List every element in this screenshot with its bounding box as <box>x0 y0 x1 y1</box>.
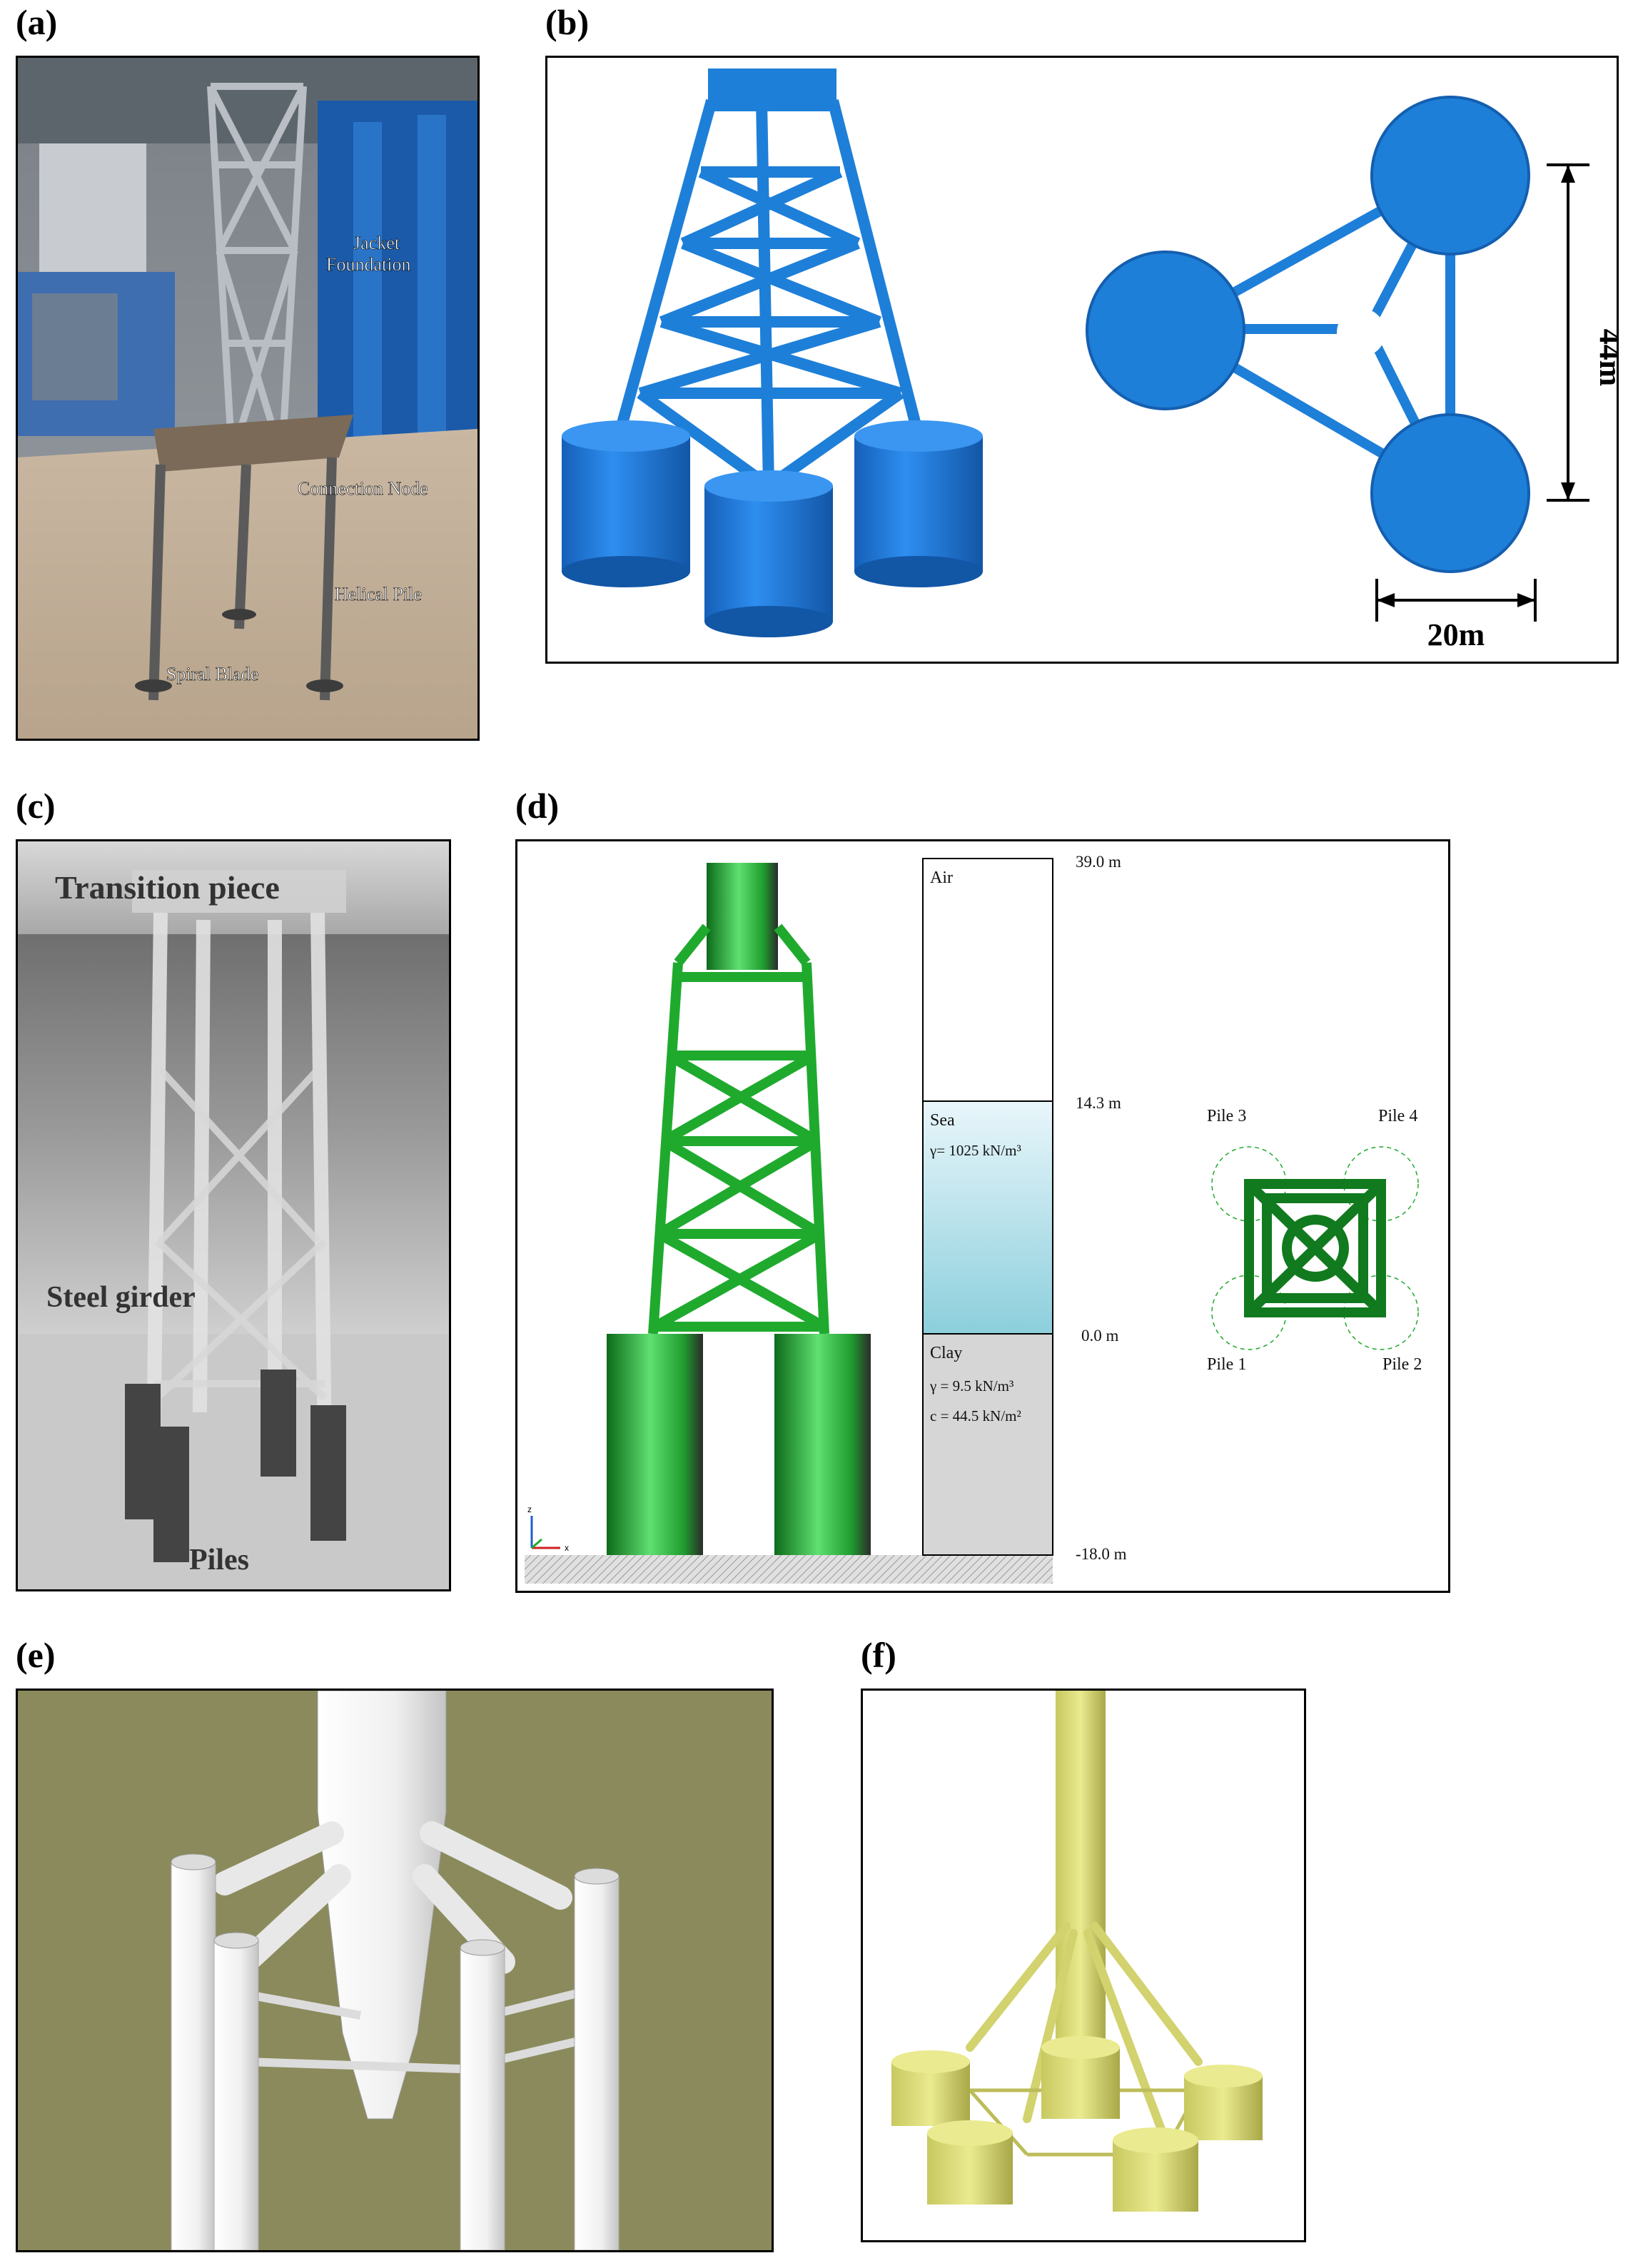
panel-label-c: (c) <box>16 786 56 826</box>
layer-label-sea: Sea <box>930 1111 955 1130</box>
suction-buckets-yellow <box>891 2036 1263 2212</box>
pile-label-2: Pile 2 <box>1382 1355 1422 1374</box>
suction-bucket-right <box>854 420 983 587</box>
suction-bucket-left <box>562 420 690 587</box>
panel-label-a: (a) <box>16 2 58 42</box>
pile-can-right <box>774 1334 871 1555</box>
elevation-sea-level: 14.3 m <box>1076 1094 1121 1112</box>
panel-label-e: (e) <box>16 1635 56 1675</box>
annotation-piles: Piles <box>189 1544 249 1576</box>
annotation-transition-piece: Transition piece <box>55 869 280 906</box>
layer-sea <box>922 1100 1053 1335</box>
layer-label-clay: Clay <box>930 1344 962 1362</box>
layer-air <box>922 858 1053 1102</box>
layer-clay <box>922 1333 1053 1556</box>
axis-label-z: z <box>527 1504 532 1514</box>
clay-cohesion: c = 44.5 kN/m² <box>930 1407 1021 1424</box>
panel-label-b: (b) <box>545 2 590 42</box>
jacket-elevation <box>613 98 924 491</box>
panel-a-photo: Jacket Foundation Connection Node Helica… <box>16 56 480 741</box>
jacket-elevation-green <box>648 923 829 1335</box>
annotation-helical-pile: Helical Pile <box>335 584 422 604</box>
sea-unit-weight: γ= 1025 kN/m³ <box>929 1142 1021 1159</box>
elevation-top: 39.0 m <box>1076 853 1121 871</box>
jacket-plan-view <box>1086 96 1530 573</box>
dimension-20m: 20m <box>1427 617 1485 652</box>
panel-b-frame: 44m 20m <box>545 56 1619 664</box>
annotation-jacket-1: Jacket <box>353 233 400 253</box>
tripod-jacket-model: 44m 20m <box>562 69 1617 652</box>
panel-d-frame: z x Air Sea γ= 1025 kN/m³ Clay γ = 9.5 k… <box>515 839 1450 1593</box>
panel-f-render <box>861 1689 1306 2242</box>
panel-label-f: (f) <box>861 1635 896 1675</box>
monopod-jacket-model: z x Air Sea γ= 1025 kN/m³ Clay γ = 9.5 k… <box>525 853 1422 1584</box>
jacket-underwater-render: Transition piece Steel girder Piles <box>18 841 449 1589</box>
axis-label-x: x <box>565 1543 569 1553</box>
panel-e-render <box>16 1689 774 2252</box>
annotation-steel-girder: Steel girder <box>46 1281 196 1314</box>
pile-label-4: Pile 4 <box>1378 1107 1417 1125</box>
panel-c-render: Transition piece Steel girder Piles <box>16 839 451 1591</box>
jacket-lab-photo: Jacket Foundation Connection Node Helica… <box>18 58 477 739</box>
pile-label-1: Pile 1 <box>1207 1355 1246 1374</box>
dimension-44m: 44m <box>1593 329 1617 387</box>
layer-label-air: Air <box>930 869 953 887</box>
panel-label-d: (d) <box>515 786 560 826</box>
annotation-jacket-2: Foundation <box>326 254 410 275</box>
annotation-connection-node: Connection Node <box>298 478 428 499</box>
axis-triad: z x <box>527 1504 569 1553</box>
clay-unit-weight: γ = 9.5 kN/m³ <box>929 1377 1013 1394</box>
bucket-jacket-model <box>863 1691 1304 2240</box>
annotation-spiral-blade: Spiral Blade <box>166 664 258 684</box>
layer-column <box>922 858 1053 1556</box>
pile-label-3: Pile 3 <box>1207 1107 1246 1125</box>
elevation-mudline: 0.0 m <box>1081 1327 1119 1345</box>
pile-plan-view <box>1211 1146 1419 1350</box>
tetrapod-pile-model <box>18 1691 772 2250</box>
pile-can-left <box>607 1334 703 1555</box>
suction-bucket-center <box>704 470 833 637</box>
elevation-bottom: -18.0 m <box>1076 1545 1127 1563</box>
